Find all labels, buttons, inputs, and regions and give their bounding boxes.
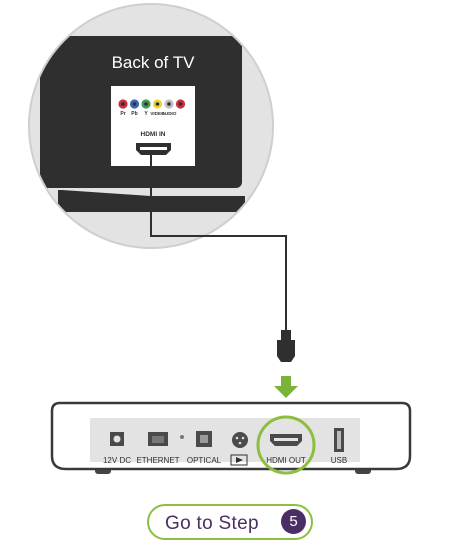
av-port	[232, 432, 248, 448]
av-icon	[230, 454, 248, 466]
set-top-box: 12V DC ETHERNET OPTICAL HDMI OUT USB	[50, 401, 412, 475]
hdmi-plug	[277, 340, 295, 362]
rca-label: Pr	[120, 111, 125, 117]
dc-label: 12V DC	[103, 456, 131, 465]
cable-strain-relief	[281, 330, 291, 340]
hdmi-out-highlight	[256, 415, 316, 475]
rca-label: Y	[144, 111, 148, 117]
tv-title: Back of TV	[112, 53, 195, 72]
step-number-badge: 5	[281, 509, 306, 534]
rca-jack-center	[178, 102, 183, 106]
rca-label: AUDIO	[162, 111, 177, 116]
optical-label: OPTICAL	[187, 456, 222, 465]
rca-jack-center	[144, 102, 148, 106]
hdmi-cable	[150, 152, 295, 362]
rca-label: VIDEO	[150, 111, 165, 116]
indicator-dot	[180, 435, 184, 439]
ethernet-label: ETHERNET	[136, 456, 179, 465]
rca-label: Pb	[131, 111, 137, 117]
down-arrow-icon	[274, 376, 298, 398]
rca-jack-center	[121, 102, 125, 106]
go-to-step-label: Go to Step	[165, 513, 259, 534]
rca-jack-center	[155, 102, 160, 106]
hdmi-out-label: HDMI OUT	[266, 456, 306, 465]
rca-jack-center	[132, 102, 137, 106]
tv-hdmi-label: HDMI IN	[141, 131, 166, 138]
rca-jack-center	[167, 102, 171, 106]
go-to-step-button[interactable]: Go to Step 5	[147, 504, 313, 540]
usb-label: USB	[331, 456, 347, 465]
